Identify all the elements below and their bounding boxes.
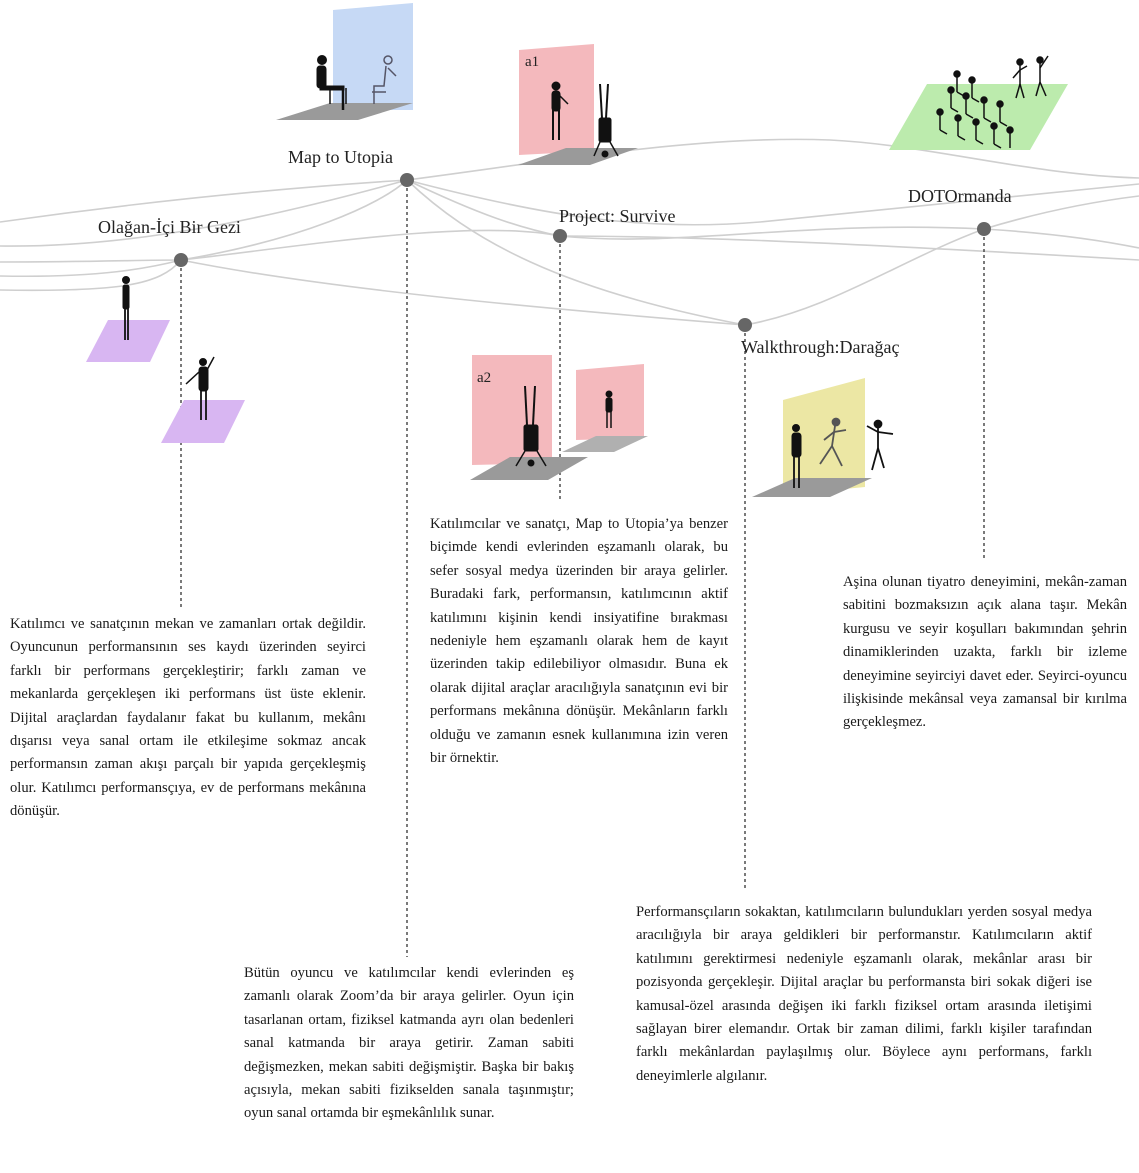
- description-map: Bütün oyuncu ve katılımcılar kendi evler…: [244, 965, 574, 1122]
- description-project: Katılımcılar ve sanatçı, Map to Utopia’y…: [430, 516, 728, 767]
- description-doto: Aşina olunan tiyatro deneyimini, mekân-z…: [843, 574, 1127, 731]
- dancing-figure: [866, 419, 894, 471]
- label-olagan: Olağan-İçi Bir Gezi: [98, 217, 241, 237]
- node-map: [400, 173, 414, 187]
- label-walk: Walkthrough:Darağaç: [741, 337, 899, 357]
- seated-figure: [316, 55, 347, 110]
- dashed-connectors: [180, 182, 985, 957]
- map-illustration: [276, 3, 413, 120]
- project-a2-illustration: a2: [470, 355, 648, 480]
- panel-label-a2: a2: [477, 370, 491, 386]
- walk-illustration: [752, 378, 894, 497]
- seated-figure-outline: [372, 55, 397, 104]
- running-figure: [819, 417, 847, 467]
- olagan-illustration: [86, 276, 245, 443]
- panel-label-a1: a1: [525, 54, 539, 70]
- label-map: Map to Utopia: [288, 147, 393, 167]
- doto-illustration: [889, 55, 1068, 150]
- node-olagan: [174, 253, 188, 267]
- node-project: [553, 229, 567, 243]
- label-project: Project: Survive: [559, 206, 675, 226]
- handstand-figure: [593, 83, 619, 158]
- project-a1-illustration: a1: [518, 44, 638, 165]
- handstand-figure-a2: [515, 385, 547, 467]
- description-walk: Performansçıların sokaktan, katılımcılar…: [636, 904, 1092, 1084]
- node-doto: [977, 222, 991, 236]
- description-olagan: Katılımcı ve sanatçının mekan ve zamanla…: [10, 616, 366, 820]
- label-doto: DOTOrmanda: [908, 186, 1012, 206]
- node-walk: [738, 318, 752, 332]
